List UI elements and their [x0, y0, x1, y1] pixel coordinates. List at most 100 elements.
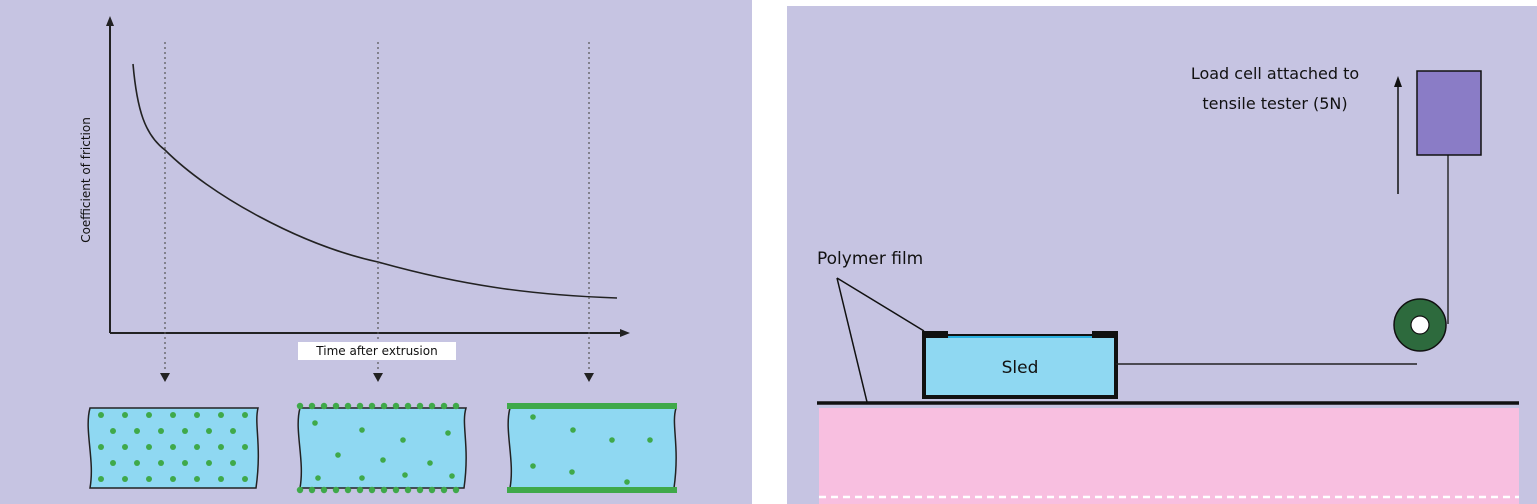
surface-dot — [452, 402, 460, 410]
additive-dot — [570, 427, 576, 433]
load-cell-label-line2: tensile tester (5N) — [1202, 94, 1347, 113]
additive-dot — [182, 460, 188, 466]
additive-dot — [312, 420, 318, 426]
additive-dot — [609, 437, 615, 443]
additive-dot — [98, 412, 104, 418]
additive-dot — [218, 476, 224, 482]
surface-additive-top — [507, 403, 677, 409]
additive-dot — [146, 444, 152, 450]
additive-dot — [122, 444, 128, 450]
film-section-middle — [296, 402, 468, 494]
additive-dot — [427, 460, 433, 466]
film-section-late — [507, 403, 678, 493]
additive-dot — [445, 430, 451, 436]
additive-dot — [380, 457, 386, 463]
additive-dot — [170, 444, 176, 450]
additive-dot — [242, 444, 248, 450]
additive-dot — [98, 476, 104, 482]
y-axis-label: Coefficient of friction — [79, 117, 93, 243]
additive-dot — [530, 414, 536, 420]
additive-dot — [335, 452, 341, 458]
surface-dot — [344, 486, 352, 494]
film-section-early — [87, 407, 260, 489]
sled — [922, 334, 1118, 399]
guide-arrow-3 — [584, 373, 594, 382]
additive-dot — [194, 476, 200, 482]
additive-dot — [122, 476, 128, 482]
surface-dot — [356, 402, 364, 410]
surface-dot — [320, 402, 328, 410]
surface-dot — [392, 486, 400, 494]
additive-dot — [146, 412, 152, 418]
additive-dot — [206, 460, 212, 466]
surface-dot — [440, 402, 448, 410]
substrate-block — [819, 408, 1519, 504]
film-pointer-to-sled — [836, 277, 925, 332]
sled-clip-right — [1092, 331, 1118, 338]
test-setup-diagram: Sled Polymer film Load cell attached to … — [817, 64, 1519, 504]
additive-dot — [110, 428, 116, 434]
additive-dot — [134, 460, 140, 466]
surface-dot — [380, 402, 388, 410]
additive-dot — [194, 444, 200, 450]
x-axis-label-box — [298, 342, 456, 360]
surface-dot — [296, 402, 304, 410]
surface-dot — [416, 486, 424, 494]
surface-dot — [380, 486, 388, 494]
additive-dot — [170, 412, 176, 418]
surface-dot — [344, 402, 352, 410]
additive-dot — [230, 428, 236, 434]
friction-test-panel: Sled Polymer film Load cell attached to … — [787, 6, 1537, 504]
load-cell — [1416, 70, 1482, 156]
additive-dot — [158, 428, 164, 434]
additive-dot — [359, 427, 365, 433]
additive-dot — [449, 473, 455, 479]
guide-arrow-2 — [373, 373, 383, 382]
surface-dot — [296, 486, 304, 494]
surface-dot — [320, 486, 328, 494]
additive-dot — [134, 428, 140, 434]
additive-dot — [158, 460, 164, 466]
friction-diagram-panel: Coefficient of friction Time after extru… — [0, 0, 752, 504]
surface-dot — [428, 402, 436, 410]
surface-additive-bottom — [507, 487, 677, 493]
additive-dot — [98, 444, 104, 450]
friction-curve — [132, 63, 618, 299]
film-label: Polymer film — [817, 249, 923, 269]
surface-dot — [368, 486, 376, 494]
surface-dot — [428, 486, 436, 494]
surface-dot — [404, 486, 412, 494]
surface-dot — [392, 402, 400, 410]
surface-dot — [308, 402, 316, 410]
x-axis-arrow — [620, 329, 630, 337]
sled-clip-left — [922, 331, 948, 338]
additive-dot — [110, 460, 116, 466]
surface-dot — [452, 486, 460, 494]
surface-dot — [404, 402, 412, 410]
surface-dot — [356, 486, 364, 494]
additive-dot — [206, 428, 212, 434]
x-axis-label: Time after extrusion — [315, 344, 437, 358]
surface-dot — [416, 402, 424, 410]
y-axis-arrow — [106, 16, 114, 26]
additive-dot — [218, 412, 224, 418]
additive-dot — [122, 412, 128, 418]
additive-dot — [647, 437, 653, 443]
additive-dot — [170, 476, 176, 482]
additive-dot — [242, 476, 248, 482]
additive-dot — [182, 428, 188, 434]
additive-dot — [242, 412, 248, 418]
additive-dot — [569, 469, 575, 475]
surface-dot — [332, 486, 340, 494]
surface-dot — [368, 402, 376, 410]
guide-arrow-1 — [160, 373, 170, 382]
sled-label: Sled — [1002, 358, 1039, 378]
surface-dot — [440, 486, 448, 494]
additive-dot — [624, 479, 630, 485]
additive-dot — [315, 475, 321, 481]
additive-dot — [359, 475, 365, 481]
additive-dot — [146, 476, 152, 482]
additive-dot — [230, 460, 236, 466]
additive-dot — [218, 444, 224, 450]
additive-dot — [400, 437, 406, 443]
